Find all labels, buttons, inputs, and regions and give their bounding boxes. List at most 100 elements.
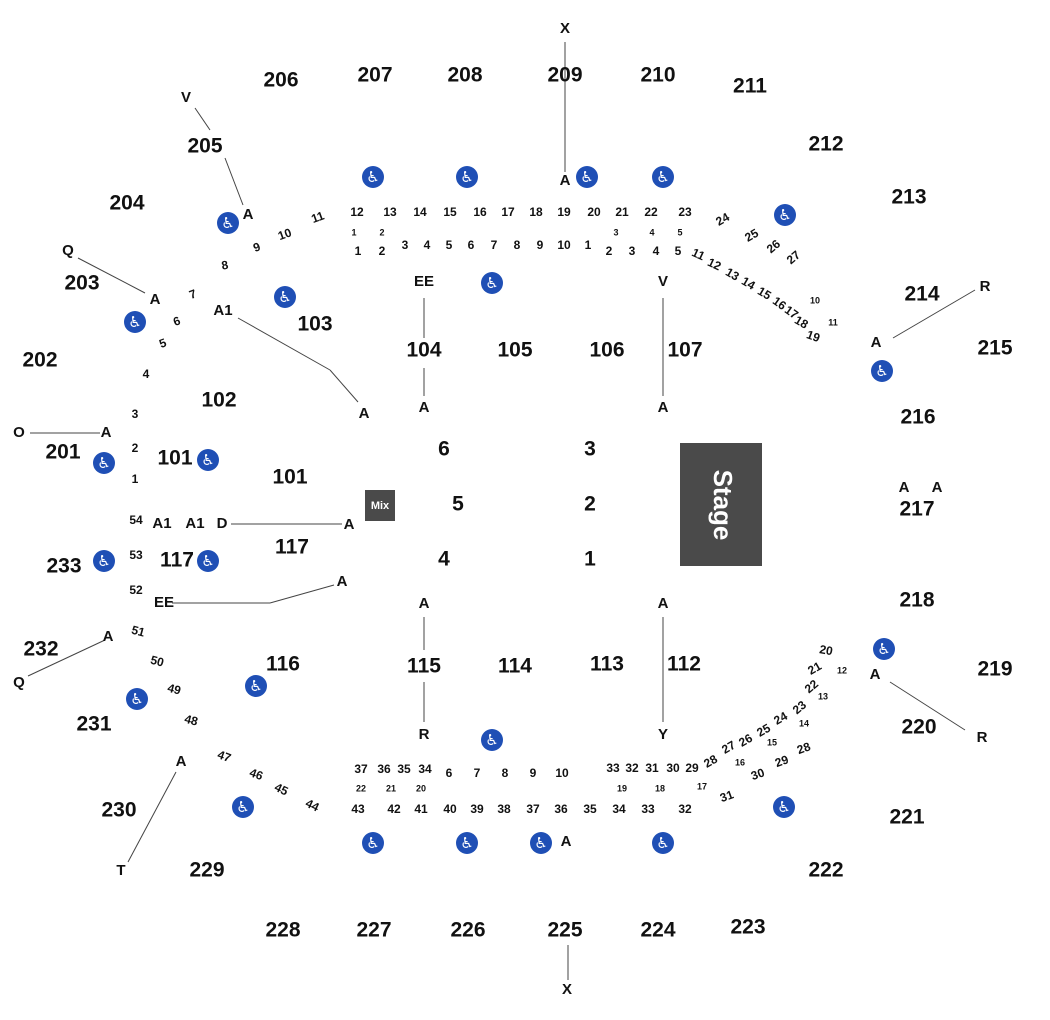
section-label: 225: [547, 919, 582, 942]
wheelchair-icon: ♿: [362, 832, 384, 854]
row-leader-line: [77, 257, 146, 294]
seat-number: 23: [678, 205, 692, 219]
seat-number: 3: [613, 227, 618, 237]
svg-text:♿: ♿: [278, 289, 291, 306]
seat-number: 53: [129, 548, 143, 562]
row-leader-lines: [27, 42, 976, 980]
svg-text:♿: ♿: [97, 553, 110, 570]
svg-text:♿: ♿: [460, 169, 473, 186]
seat-number: 36: [554, 802, 568, 816]
svg-text:♿: ♿: [366, 169, 379, 186]
seat-number: 4: [143, 367, 150, 381]
row-leader-line: [237, 317, 331, 371]
seat-number: 34: [418, 762, 432, 776]
row-letter: T: [116, 862, 125, 879]
wheelchair-icon: ♿: [362, 166, 384, 188]
wheelchair-icon: ♿: [652, 166, 674, 188]
seat-number: 17: [697, 781, 707, 791]
row-letter: A: [419, 399, 430, 416]
wheelchair-icon: ♿: [576, 166, 598, 188]
section-label: 106: [589, 339, 624, 362]
section-label: 2: [584, 493, 596, 516]
row-letter: A: [560, 172, 571, 189]
svg-text:♿: ♿: [877, 641, 890, 658]
svg-text:♿: ♿: [130, 691, 143, 708]
seat-number: 12: [837, 665, 847, 675]
row-letter: A: [932, 479, 943, 496]
seat-number: 37: [526, 802, 540, 816]
row-letter: Q: [13, 674, 25, 691]
seat-number: 9: [537, 238, 544, 252]
section-label: 206: [263, 69, 298, 92]
row-letter: A: [243, 206, 254, 223]
seat-number: 40: [443, 802, 457, 816]
row-letter: V: [658, 273, 668, 290]
seat-number: 5: [675, 244, 682, 258]
row-letter: X: [560, 20, 570, 37]
seat-number: 31: [645, 761, 659, 775]
wheelchair-icon: ♿: [652, 832, 674, 854]
svg-text:♿: ♿: [875, 363, 888, 380]
wheelchair-icon: ♿: [274, 286, 296, 308]
seat-number: 8: [514, 238, 521, 252]
seat-number: 6: [171, 313, 182, 329]
row-letter: Q: [62, 242, 74, 259]
section-label: 113: [590, 653, 624, 676]
row-letter: R: [977, 729, 988, 746]
section-label: 221: [889, 806, 924, 829]
section-label: 213: [891, 186, 926, 209]
seat-number: 48: [183, 712, 200, 729]
seat-number: 13: [383, 205, 397, 219]
seat-number: 51: [130, 623, 147, 640]
row-letter: A: [870, 666, 881, 683]
seat-number: 2: [606, 244, 613, 258]
svg-text:♿: ♿: [249, 678, 262, 695]
row-letter: A: [871, 334, 882, 351]
seat-number: 1: [351, 227, 356, 237]
seat-number: 37: [354, 762, 368, 776]
seat-number: 35: [397, 762, 411, 776]
section-label: 112: [667, 653, 701, 676]
svg-text:♿: ♿: [97, 455, 110, 472]
row-letter: V: [181, 89, 191, 106]
seat-number: 7: [491, 238, 498, 252]
seat-number: 2: [379, 244, 386, 258]
row-letter: A1: [213, 302, 232, 319]
seat-number: 44: [303, 796, 321, 814]
section-label: 209: [547, 64, 582, 87]
seat-number: 32: [625, 761, 639, 775]
seat-number: 11: [690, 245, 708, 263]
section-label: 5: [452, 493, 464, 516]
row-leader-line: [892, 289, 976, 339]
stage-label: Stage: [708, 470, 738, 541]
row-leader-line: [127, 771, 177, 863]
seat-number: 19: [557, 205, 571, 219]
wheelchair-icon: ♿: [456, 166, 478, 188]
section-label: 104: [406, 339, 441, 362]
section-label: 117: [275, 536, 309, 559]
section-label: 218: [899, 589, 934, 612]
svg-text:♿: ♿: [201, 553, 214, 570]
row-letter: A: [337, 573, 348, 590]
seat-number: 33: [606, 761, 620, 775]
seat-number: 14: [739, 274, 758, 293]
seat-number: 3: [402, 238, 409, 252]
seat-number: 41: [414, 802, 428, 816]
seat-number: 16: [473, 205, 487, 219]
section-label: 222: [808, 859, 843, 882]
seat-number: 7: [187, 286, 198, 302]
seat-number: 4: [424, 238, 431, 252]
seat-number: 30: [749, 765, 767, 783]
seat-number: 9: [530, 766, 537, 780]
seat-number: 32: [678, 802, 692, 816]
row-letter: A: [176, 753, 187, 770]
seat-number: 14: [413, 205, 427, 219]
wheelchair-icon: ♿: [124, 311, 146, 333]
seat-number: 12: [705, 255, 723, 273]
seat-number: 12: [350, 205, 364, 219]
section-label: 208: [447, 64, 482, 87]
section-label: 6: [438, 438, 450, 461]
seat-number: 21: [805, 659, 824, 678]
